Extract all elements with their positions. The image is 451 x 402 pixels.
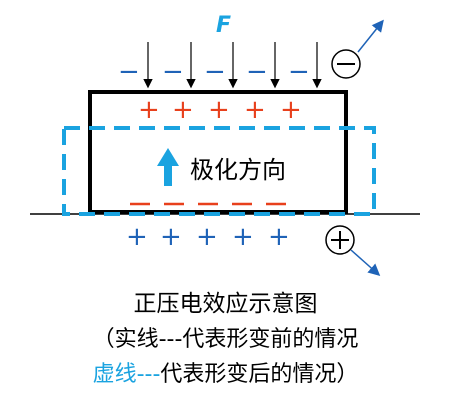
- dashed-line-rest: 代表形变后的情况）: [160, 362, 359, 387]
- surface-charge-top: −: [288, 57, 310, 87]
- diagram-title: 正压电效应示意图: [133, 291, 318, 317]
- surface-charge-bottom: +: [232, 222, 254, 252]
- polarization-arrow-head: [157, 148, 179, 166]
- polarization-arrow-shaft: [164, 164, 172, 186]
- inner-charge-top: +: [244, 95, 266, 125]
- inner-charge-top: +: [280, 95, 302, 125]
- inner-charge-top: +: [208, 95, 230, 125]
- surface-charge-bottom: +: [268, 222, 290, 252]
- piezo-diagram: F − − − − − + + + + + 极化方向: [30, 13, 420, 276]
- surface-charge-top: −: [204, 57, 226, 87]
- polarization-label: 极化方向: [190, 156, 286, 184]
- positive-lead-arrow: [350, 249, 381, 276]
- solid-line-note: （实线---代表形变前的情况: [92, 327, 359, 352]
- surface-charge-top: −: [118, 57, 140, 87]
- surface-charge-bottom: +: [196, 222, 218, 252]
- dashed-line-prefix: 虚线---: [92, 362, 161, 387]
- inner-charge-top: +: [138, 95, 160, 125]
- surface-charge-top: −: [162, 57, 184, 87]
- surface-charge-top: −: [246, 57, 268, 87]
- force-arrows: [143, 42, 322, 89]
- dashed-outline-after: [62, 126, 376, 216]
- surface-charge-bottom: +: [160, 222, 182, 252]
- inner-charge-top: +: [172, 95, 194, 125]
- force-label: F: [216, 13, 231, 38]
- negative-lead-arrow: [357, 19, 384, 53]
- surface-charge-bottom: +: [126, 222, 148, 252]
- dashed-line-note: 虚线---代表形变后的情况）: [0, 356, 451, 388]
